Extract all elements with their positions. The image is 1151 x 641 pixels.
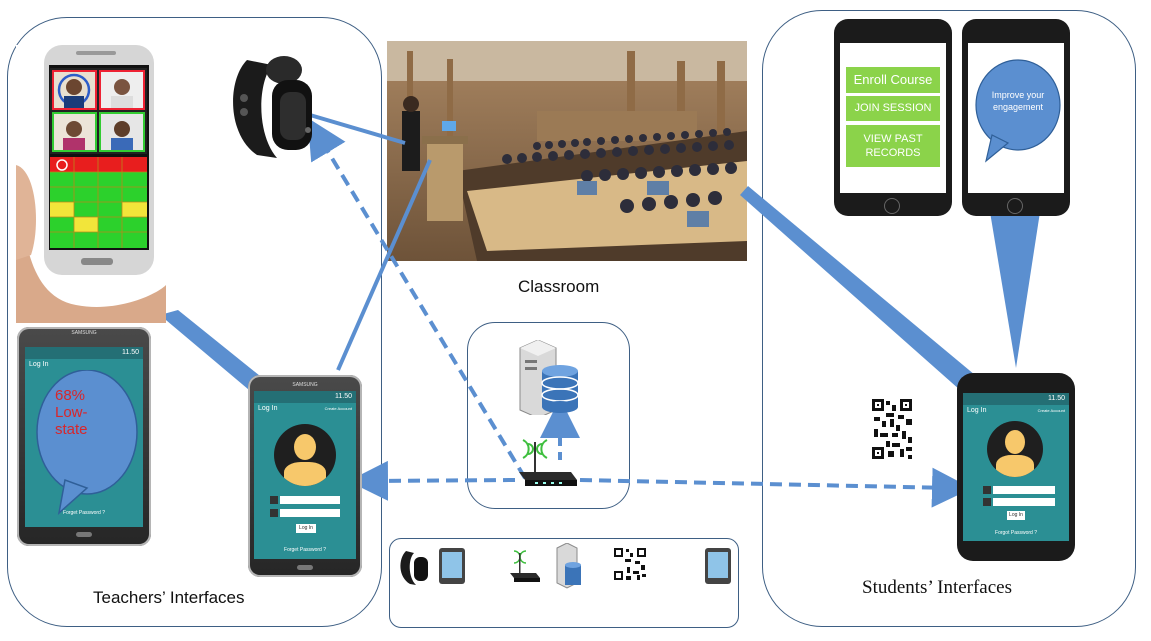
database-icon <box>540 365 580 418</box>
qr-code-icon <box>870 397 914 466</box>
login-header[interactable]: Log In Create Account <box>254 403 356 414</box>
login-button[interactable]: Log In <box>296 524 316 533</box>
login-button[interactable]: Log In <box>1007 511 1025 520</box>
face-thumbnail <box>52 70 97 110</box>
phone-screen: Improve your engagement <box>968 43 1064 193</box>
phone-home-button[interactable] <box>884 198 900 214</box>
home-button[interactable] <box>297 565 313 570</box>
student-phone-bubble: Improve your engagement <box>962 19 1070 216</box>
face-thumbnail <box>99 70 145 110</box>
tablet-brand: SAMSUNG <box>17 330 151 336</box>
tablet-screen: 11.50 Log In Create Account Log In Forgo… <box>963 393 1069 541</box>
login-label: Log In <box>258 405 277 412</box>
tablet-screen: 11.50 Log In Create Account Log In Forge… <box>254 391 356 559</box>
lock-icon <box>983 498 991 506</box>
teacher-tablet-center: SAMSUNG 11.50 Log In Create Account Log … <box>248 375 362 577</box>
student-tablet: 11.50 Log In Create Account Log In Forgo… <box>957 373 1075 561</box>
students-interfaces-label: Students’ Interfaces <box>862 577 1012 599</box>
user-icon <box>983 486 991 494</box>
user-avatar-icon <box>274 424 336 486</box>
tablet-brand: SAMSUNG <box>248 382 362 388</box>
username-field[interactable] <box>993 486 1055 494</box>
view-past-records-button[interactable]: VIEW PAST RECORDS <box>846 125 940 167</box>
wristband-icon <box>222 50 322 170</box>
password-field[interactable] <box>993 498 1055 506</box>
user-icon <box>270 496 278 504</box>
lock-icon <box>270 509 278 517</box>
forgot-password-link[interactable]: Forget Password ? <box>254 547 356 553</box>
login-header[interactable]: Log In <box>25 359 143 370</box>
user-avatar-icon <box>987 421 1043 477</box>
student-phone-menu: Enroll Course JOIN SESSION VIEW PAST REC… <box>834 19 952 216</box>
phone-screen: Enroll Course JOIN SESSION VIEW PAST REC… <box>840 43 946 193</box>
username-field[interactable] <box>280 496 340 504</box>
join-session-button[interactable]: JOIN SESSION <box>846 96 940 121</box>
status-bar: 11.50 <box>254 391 356 403</box>
enroll-course-button[interactable]: Enroll Course <box>846 67 940 93</box>
router-icon <box>515 428 577 495</box>
forgot-password-link[interactable]: Forgot Password ? <box>963 530 1069 536</box>
face-grid <box>50 68 147 154</box>
home-button[interactable] <box>76 532 92 537</box>
engagement-heatmap <box>50 157 147 248</box>
tablet-icon <box>705 548 731 589</box>
teachers-interfaces-label: Teachers’ Interfaces <box>93 588 245 608</box>
router-icon <box>508 545 540 590</box>
create-account-link[interactable]: Create Account <box>325 403 352 414</box>
password-field[interactable] <box>280 509 340 517</box>
low-state-text: 68% Low-state <box>55 387 115 438</box>
engagement-text: Improve your engagement <box>986 89 1050 113</box>
login-label: Log In <box>967 407 986 414</box>
qr-code-icon <box>613 547 647 586</box>
status-bar: 11.50 <box>25 347 143 359</box>
server-icon <box>555 543 583 594</box>
login-header[interactable]: Log In Create Account <box>963 405 1069 416</box>
face-thumbnail <box>52 112 97 152</box>
face-thumbnail <box>99 112 145 152</box>
create-account-link[interactable]: Create Account <box>1038 405 1065 416</box>
wristband-icon <box>398 547 432 592</box>
tablet-icon <box>439 548 465 589</box>
phone-home-button[interactable] <box>1007 198 1023 214</box>
status-bar: 11.50 <box>963 393 1069 405</box>
